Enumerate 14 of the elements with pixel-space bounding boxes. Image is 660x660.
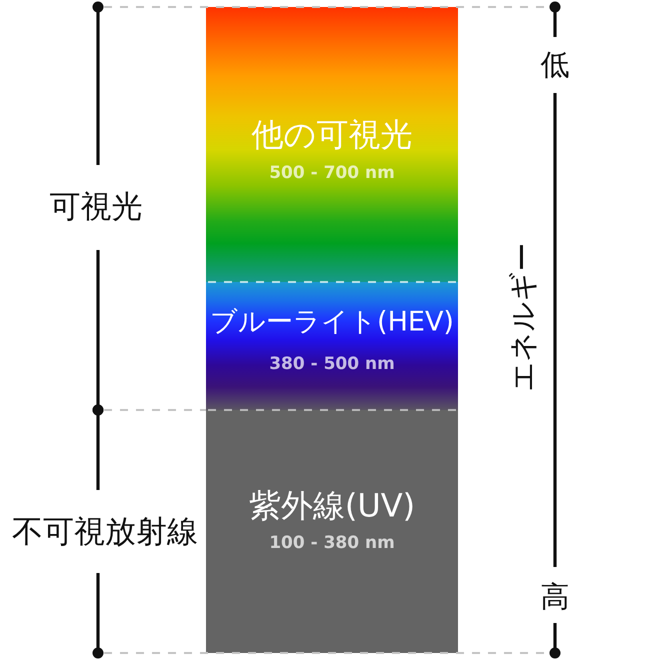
axis-title: エネルギー xyxy=(506,242,540,392)
axis-end-label: 低 xyxy=(540,48,570,82)
axis-end-label: 高 xyxy=(540,580,570,614)
spectrum-band xyxy=(206,7,458,282)
wavelength-range: 380 - 500 nm xyxy=(269,355,395,375)
wavelength-range: 100 - 380 nm xyxy=(269,534,395,554)
band-title: ブルーライト(HEV) xyxy=(210,306,454,338)
band-title: 他の可視光 xyxy=(252,116,412,154)
range-label: 可視光 xyxy=(50,190,142,226)
spectrum-band xyxy=(206,282,458,410)
wavelength-range: 500 - 700 nm xyxy=(269,164,395,184)
band-title: 紫外線(UV) xyxy=(248,488,416,524)
range-label: 不可視放射線 xyxy=(12,515,198,551)
spectrum-band xyxy=(206,410,458,653)
